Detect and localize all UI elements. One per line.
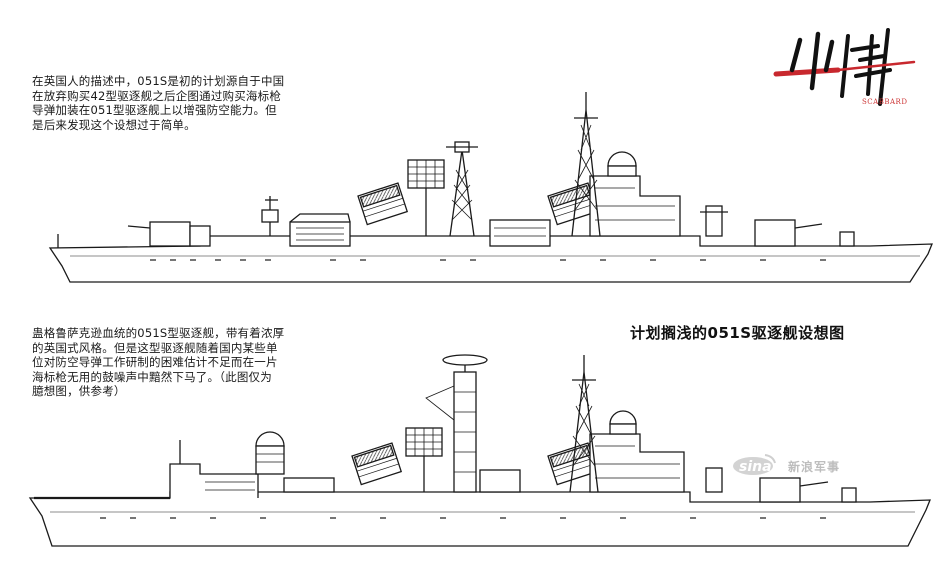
sina-watermark-text: 新浪军事 (788, 460, 841, 474)
logo-subtext: SCABBARD (862, 98, 908, 106)
svg-text:sina: sina (739, 459, 772, 475)
sina-watermark-icon: sina (733, 454, 776, 475)
top-description: 在英国人的描述中，051S是初的计划源自于中国 在放弃购买42型驱逐舰之后企图通… (32, 74, 285, 132)
bottom-description: 蛊格鲁萨克逊血统的051S型驱逐舰，带有着浓厚 的英国式风格。但是这型驱逐舰随着… (32, 326, 285, 398)
scabbard-logo (773, 28, 916, 106)
figure-caption: 计划搁浅的051S驱逐舰设想图 (630, 324, 845, 342)
top-ship-drawing (48, 92, 933, 283)
bottom-ship-drawing (28, 354, 931, 547)
